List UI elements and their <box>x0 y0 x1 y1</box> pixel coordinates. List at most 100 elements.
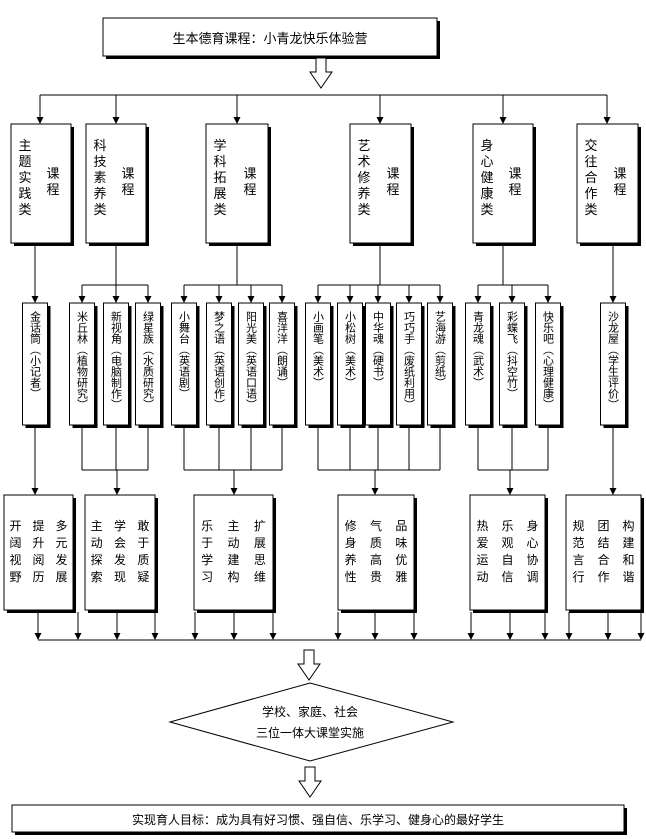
category-label-char: 健 <box>480 171 493 186</box>
arrowhead-icon <box>499 117 507 124</box>
category-label-char: 养 <box>357 186 370 202</box>
outcome-phrase-char: 运 <box>476 553 488 567</box>
category-box-4 <box>472 123 534 244</box>
arrowhead-icon <box>78 296 86 303</box>
course-box <box>69 302 95 426</box>
course-label: 小松树（美术） <box>344 311 357 388</box>
course-box <box>238 302 264 426</box>
goal-box <box>11 804 625 833</box>
category-label-char: 艺 <box>357 139 370 154</box>
category-suffix-char: 程 <box>386 183 399 198</box>
outcome-phrase-char: 协 <box>526 552 538 567</box>
arrowhead-icon <box>36 117 44 124</box>
category-label-char: 题 <box>18 155 31 170</box>
outcome-phrase-char: 行 <box>572 570 584 584</box>
category-box-3 <box>349 123 412 244</box>
category-label-char: 类 <box>584 203 597 218</box>
outcome-phrase-char: 阅 <box>32 553 44 567</box>
arrowhead-icon <box>314 296 322 303</box>
course-label: 巧巧手（废纸利用） <box>403 311 416 410</box>
outcome-phrase-char: 开 <box>9 519 21 533</box>
category-box-1 <box>85 123 147 244</box>
arrowhead-icon <box>436 296 444 303</box>
arrowhead-icon <box>334 633 342 640</box>
category-label-char: 主 <box>18 139 31 154</box>
course-box <box>535 302 561 426</box>
category-label-char: 类 <box>480 203 493 218</box>
outcome-phrase-char: 历 <box>32 570 44 584</box>
outcome-phrase-char: 于 <box>201 536 213 550</box>
course-label: 快乐吧（心理健康） <box>542 311 555 410</box>
outcome-box-3 <box>337 494 415 611</box>
outcome-phrase-char: 维 <box>254 570 266 584</box>
category-suffix-char: 课 <box>46 167 59 182</box>
course-label: 金话筒（小记者） <box>29 310 42 399</box>
category-suffix-char: 课 <box>508 167 521 182</box>
course-box <box>499 302 525 426</box>
outcome-phrase-char: 调 <box>526 570 538 584</box>
arrowhead-icon <box>609 488 617 495</box>
category-suffix-char: 课 <box>613 167 626 182</box>
category-suffix-char: 课 <box>243 167 256 182</box>
outcome-phrase-char: 展 <box>254 536 266 550</box>
outcome-phrase-char: 气 <box>370 518 382 533</box>
arrowhead-icon <box>112 117 120 124</box>
outcome-phrase-char: 规 <box>572 518 584 533</box>
arrowhead-icon <box>376 117 384 124</box>
arrowhead-icon <box>74 633 82 640</box>
category-label-char: 往 <box>584 155 597 170</box>
outcome-phrase-char: 味 <box>395 536 407 550</box>
course-box <box>365 302 391 426</box>
category-suffix-char: 程 <box>121 183 134 198</box>
category-label-char: 类 <box>213 203 226 218</box>
outcome-phrase-char: 主 <box>227 519 239 533</box>
course-label: 沙龙屋（学生评价） <box>607 311 620 410</box>
outcome-phrase-char: 思 <box>254 553 266 567</box>
course-label: 彩蝶飞（抖空竹） <box>506 311 519 399</box>
outcome-phrase-char: 谐 <box>622 570 634 584</box>
category-suffix-char: 课 <box>386 167 399 182</box>
course-box <box>337 302 363 426</box>
arrowhead-icon <box>113 633 121 640</box>
outcome-phrase-char: 信 <box>501 570 513 584</box>
category-suffix-char: 程 <box>508 183 521 198</box>
course-label: 中华魂（硬书） <box>372 311 385 388</box>
arrowhead-icon <box>215 296 223 303</box>
outcome-phrase-char: 优 <box>395 553 407 567</box>
outcome-phrase-char: 学 <box>114 518 126 533</box>
outcome-phrase-char: 雅 <box>395 569 407 584</box>
category-box-0 <box>10 123 72 244</box>
outcome-phrase-char: 构 <box>622 518 634 533</box>
arrowhead-icon <box>565 633 573 640</box>
outcome-phrase-char: 习 <box>201 570 213 584</box>
outcome-box-4 <box>469 494 546 611</box>
outcome-box-1 <box>84 494 156 611</box>
category-label-char: 展 <box>213 187 226 202</box>
category-label-char: 学 <box>213 138 226 154</box>
outcome-phrase-char: 索 <box>91 570 103 584</box>
outcome-phrase-char: 品 <box>395 519 407 533</box>
outcome-phrase-char: 多 <box>55 519 67 533</box>
course-label: 青龙魂（武术） <box>472 311 485 388</box>
goal-text: 实现育人目标：成为具有好习惯、强自信、乐学习、健身心的最好学生 <box>132 812 504 827</box>
outcome-phrase-char: 质 <box>370 536 382 550</box>
outcome-box-5 <box>565 494 642 611</box>
outcome-phrase-char: 展 <box>55 570 67 584</box>
outcome-phrase-char: 养 <box>345 552 357 567</box>
outcome-phrase-char: 结 <box>597 536 609 550</box>
category-suffix-char: 程 <box>613 183 626 198</box>
arrowhead-icon <box>506 488 514 495</box>
course-box <box>135 302 161 426</box>
arrowhead-icon <box>34 633 42 640</box>
outcome-phrase-char: 和 <box>622 553 634 567</box>
outcome-phrase-char: 发 <box>55 552 67 567</box>
outcome-phrase-char: 合 <box>597 552 609 567</box>
outcome-phrase-char: 敢 <box>137 519 149 533</box>
implementation-line1: 学校、家庭、社会 <box>262 704 358 719</box>
outcome-phrase-char: 探 <box>91 553 103 567</box>
outcome-phrase-char: 质 <box>137 553 149 567</box>
title-box <box>102 17 438 57</box>
category-label-char: 拓 <box>213 171 226 186</box>
outcome-phrase-char: 乐 <box>501 519 513 533</box>
course-box <box>305 302 331 426</box>
